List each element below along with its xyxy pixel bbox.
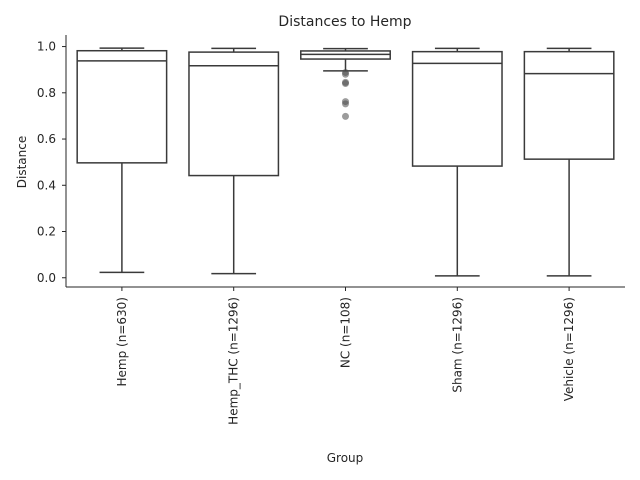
y-axis-label: Distance (15, 136, 29, 188)
outlier-point (342, 80, 349, 88)
iqr-box (76, 49, 168, 164)
iqr-box (523, 50, 615, 160)
y-tick-label: 0.0 (37, 271, 56, 285)
outlier-point (342, 112, 349, 120)
y-tick-label: 0.2 (37, 225, 56, 239)
x-tick-label: Sham (n=1296) (450, 297, 464, 393)
outlier-point (342, 70, 349, 78)
iqr-box (411, 50, 503, 167)
box-0 (76, 47, 168, 274)
y-tick-label: 1.0 (37, 40, 56, 54)
x-axis-label: Group (327, 451, 364, 465)
y-tick-label: 0.4 (37, 178, 56, 192)
box-1 (188, 47, 280, 275)
y-tick-label: 0.6 (37, 132, 56, 146)
x-tick-label: Hemp (n=630) (115, 297, 129, 386)
x-tick-label: Vehicle (n=1296) (562, 297, 576, 401)
x-tick-label: NC (n=108) (339, 297, 353, 368)
x-ticks: Hemp (n=630) Hemp_THC (n=1296) NC (n=108) S… (115, 287, 576, 425)
y-ticks: 0.0 0.2 0.4 0.6 0.8 1.0 (37, 40, 66, 285)
x-tick-label: Hemp_THC (n=1296) (227, 297, 241, 425)
chart-title: Distances to Hemp (278, 14, 411, 30)
boxes-layer (76, 47, 615, 277)
box-3 (411, 47, 503, 277)
box-2 (300, 47, 391, 120)
iqr-box (188, 51, 280, 177)
box-4 (523, 47, 615, 277)
y-tick-label: 0.8 (37, 86, 56, 100)
outlier-point (342, 100, 349, 108)
